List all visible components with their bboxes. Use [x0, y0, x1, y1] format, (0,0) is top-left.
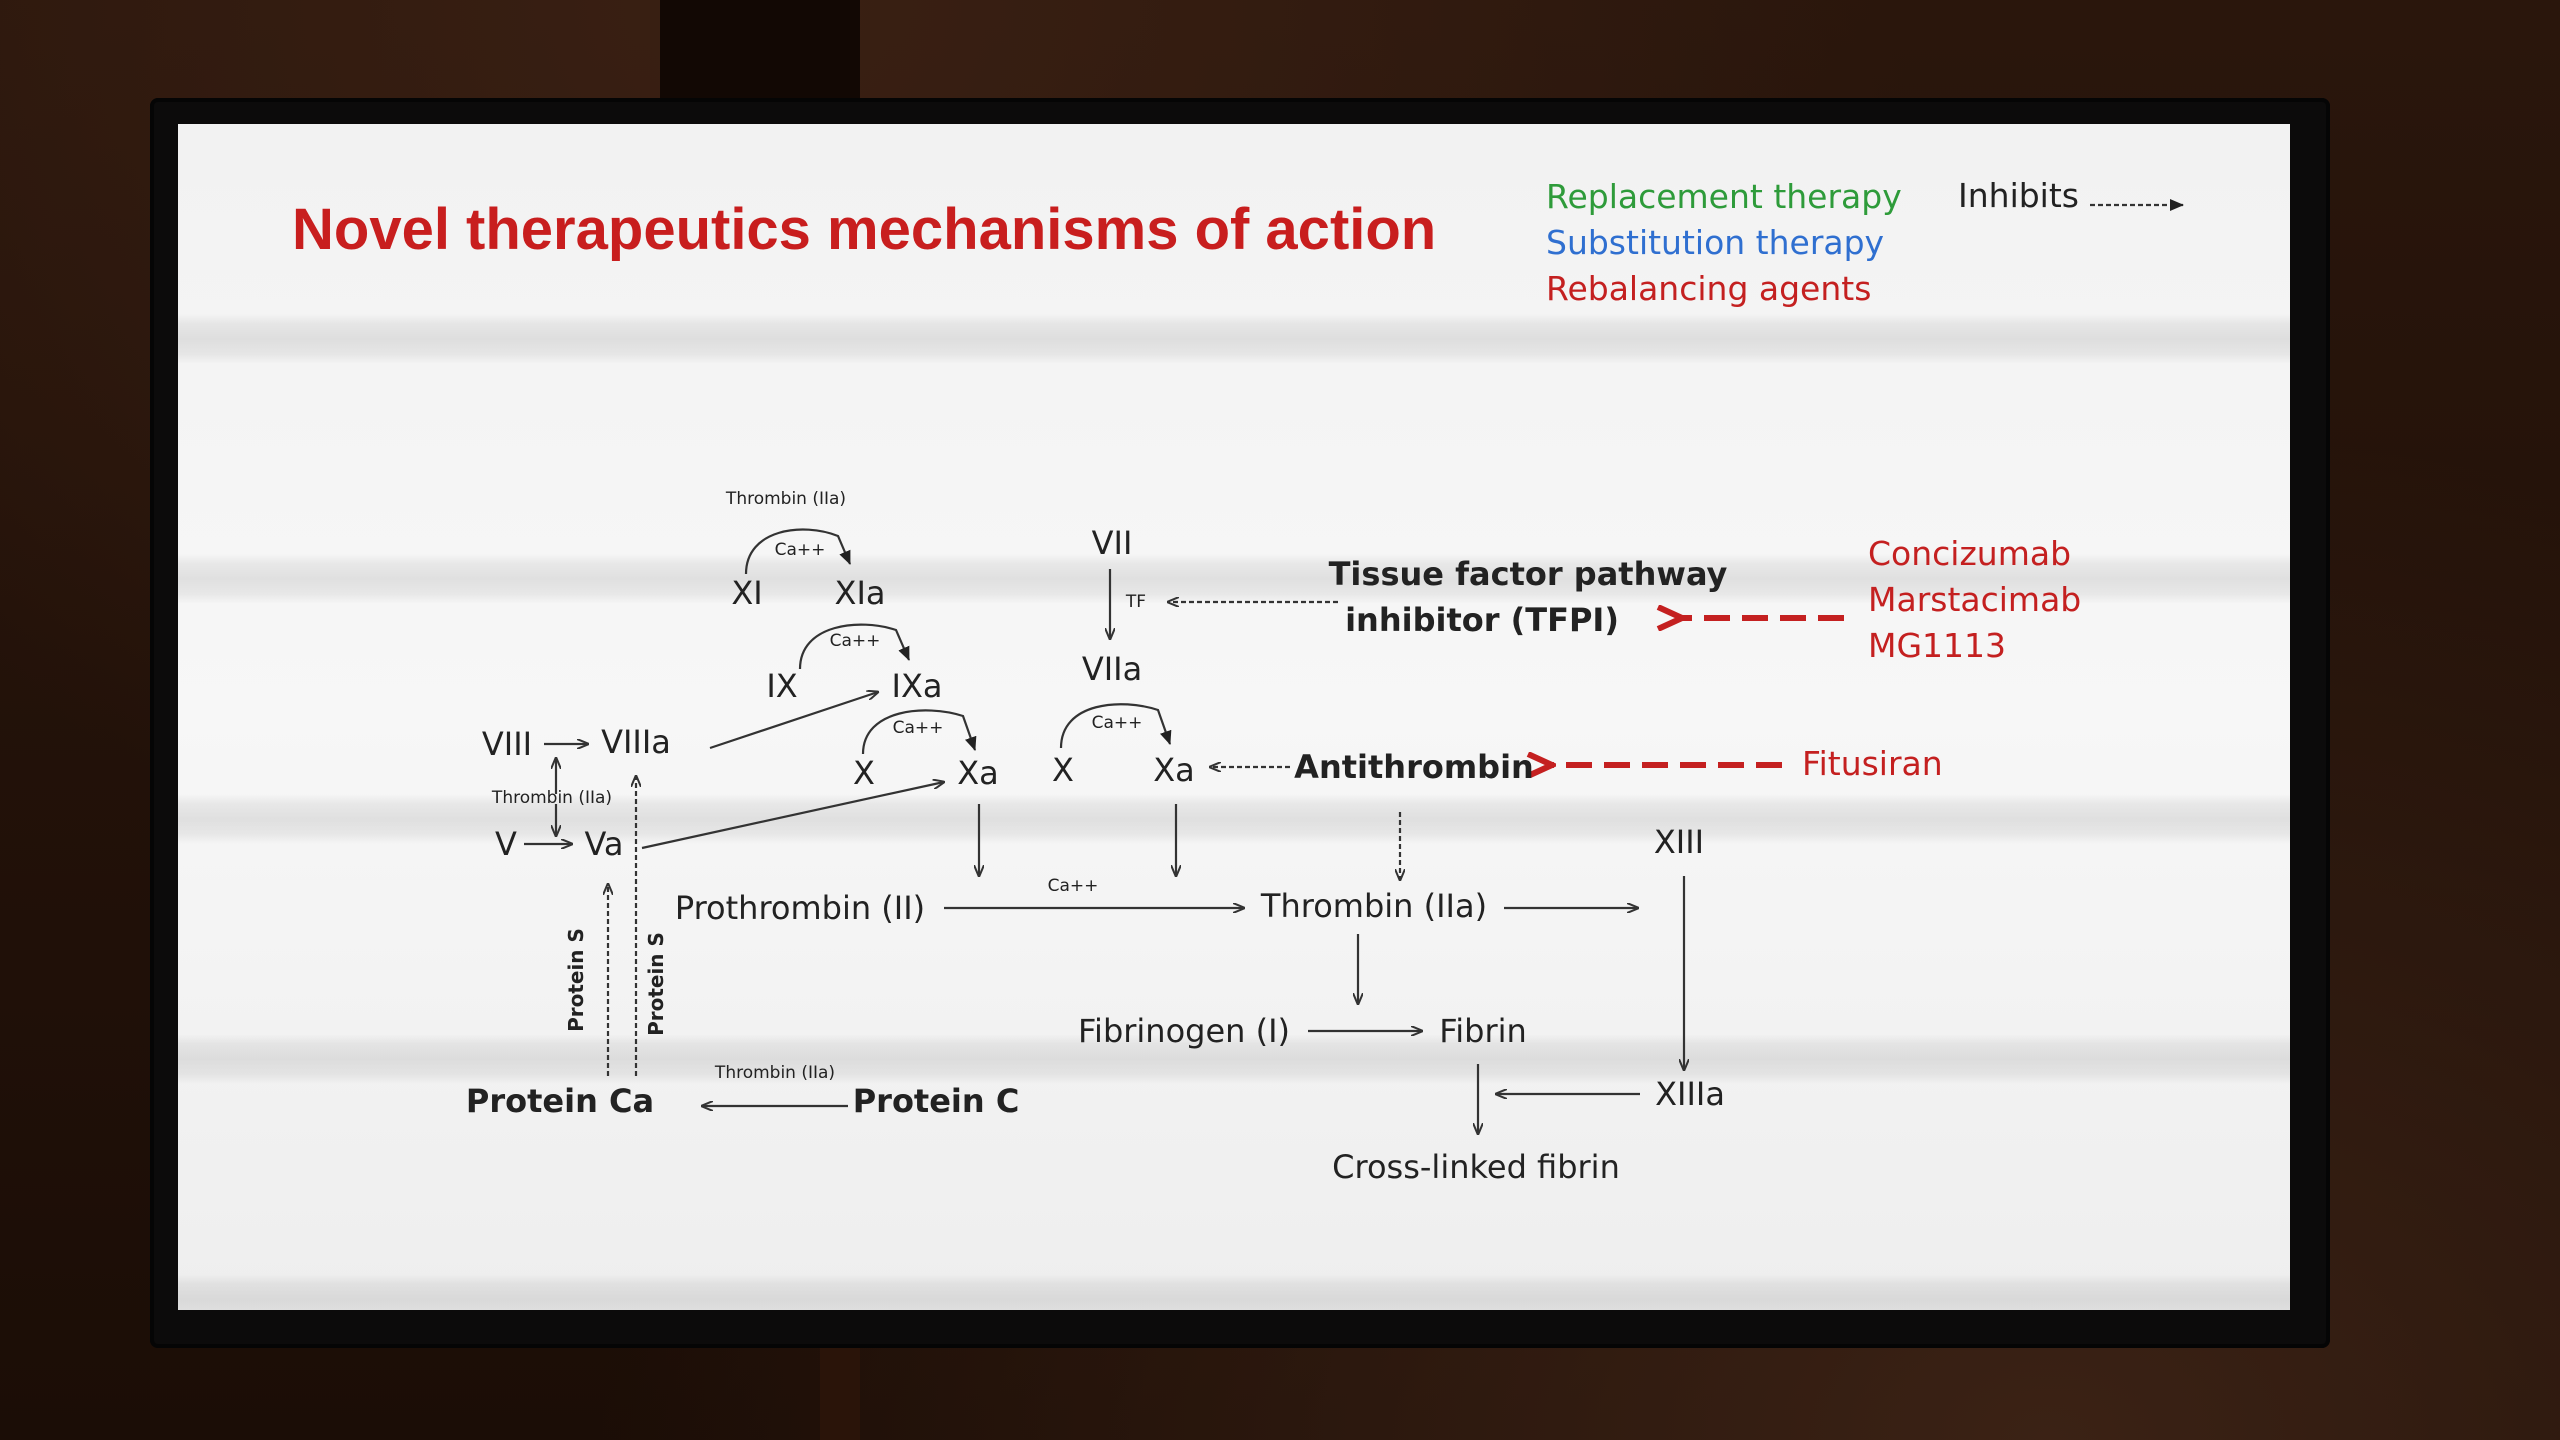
- slide-title: Novel therapeutics mechanisms of action: [292, 197, 1437, 262]
- label-xa2: Xa: [1153, 751, 1195, 789]
- background-pillar: [820, 1340, 860, 1440]
- label-tfpi-line1: Tissue factor pathway: [1328, 555, 1728, 593]
- ca-arc-x2: [1059, 703, 1172, 749]
- label-tf: TF: [1125, 592, 1147, 612]
- label-thrombin-small: Thrombin (IIa): [725, 489, 847, 509]
- label-xiiia: XIIIa: [1655, 1075, 1725, 1113]
- label-ix: IX: [766, 667, 798, 705]
- label-protein-ca: Protein Ca: [465, 1082, 655, 1120]
- coagulation-diagram: [524, 199, 2184, 1310]
- label-viii: VIII: [481, 725, 533, 763]
- label-viiia: VIIIa: [601, 723, 671, 761]
- background-pillar: [660, 0, 860, 100]
- slide-screen: Novel therapeutics mechanisms of action …: [178, 124, 2290, 1310]
- label-cross-linked: Cross-linked fibrin: [1332, 1148, 1620, 1186]
- label-protein-c: Protein C: [852, 1082, 1020, 1120]
- label-protein-s-right: Protein S: [644, 932, 668, 1036]
- ca-arc-ix: [798, 623, 911, 670]
- label-vii: VII: [1091, 524, 1133, 562]
- legend-rebalancing: Rebalancing agents: [1546, 269, 1872, 308]
- label-x: X: [853, 754, 875, 792]
- drug-concizumab: Concizumab: [1868, 534, 2072, 573]
- label-fibrinogen: Fibrinogen (I): [1077, 1012, 1291, 1050]
- label-fibrin: Fibrin: [1439, 1012, 1527, 1050]
- label-x2: X: [1052, 751, 1074, 789]
- drug-mg1113: MG1113: [1868, 626, 2007, 665]
- label-xia: XIa: [834, 574, 886, 612]
- label-xa: Xa: [957, 754, 999, 792]
- label-viia: VIIa: [1081, 650, 1143, 688]
- label-tfpi-line2: inhibitor (TFPI): [1345, 601, 1619, 639]
- ca-arc-x: [861, 709, 977, 755]
- inhibits-label: Inhibits: [1958, 176, 2079, 215]
- label-ca-x: Ca++: [892, 718, 944, 738]
- label-ixa: IXa: [891, 667, 943, 705]
- arrow-viiia-ixa: [709, 692, 878, 750]
- legend: Replacement therapy Substitution therapy…: [1546, 174, 1902, 312]
- label-v: V: [495, 825, 517, 863]
- label-prothrombin: Prothrombin (II): [674, 889, 926, 927]
- ca-arc-xi: [744, 528, 852, 575]
- arrow-va-xa: [641, 782, 944, 850]
- label-ca-prothrombin: Ca++: [1047, 876, 1099, 896]
- label-thrombin: Thrombin (IIa): [1260, 887, 1488, 925]
- inhibits-key: Inhibits: [1958, 176, 2079, 215]
- drug-marstacimab: Marstacimab: [1868, 580, 2082, 619]
- label-thrombin-proteinc: Thrombin (IIa): [714, 1063, 836, 1083]
- legend-replacement: Replacement therapy: [1546, 177, 1902, 216]
- label-xi: XI: [731, 574, 763, 612]
- drug-fitusiran: Fitusiran: [1802, 744, 1943, 783]
- label-antithrombin: Antithrombin: [1294, 748, 1534, 786]
- legend-substitution: Substitution therapy: [1546, 223, 1885, 262]
- label-ca-xi: Ca++: [774, 540, 826, 560]
- label-xiii: XIII: [1653, 823, 1705, 861]
- label-ca-ix: Ca++: [829, 631, 881, 651]
- label-thrombin-v: Thrombin (IIa): [491, 788, 613, 808]
- label-protein-s-left: Protein S: [564, 928, 588, 1032]
- label-ca-x2: Ca++: [1091, 713, 1143, 733]
- label-va: Va: [584, 825, 624, 863]
